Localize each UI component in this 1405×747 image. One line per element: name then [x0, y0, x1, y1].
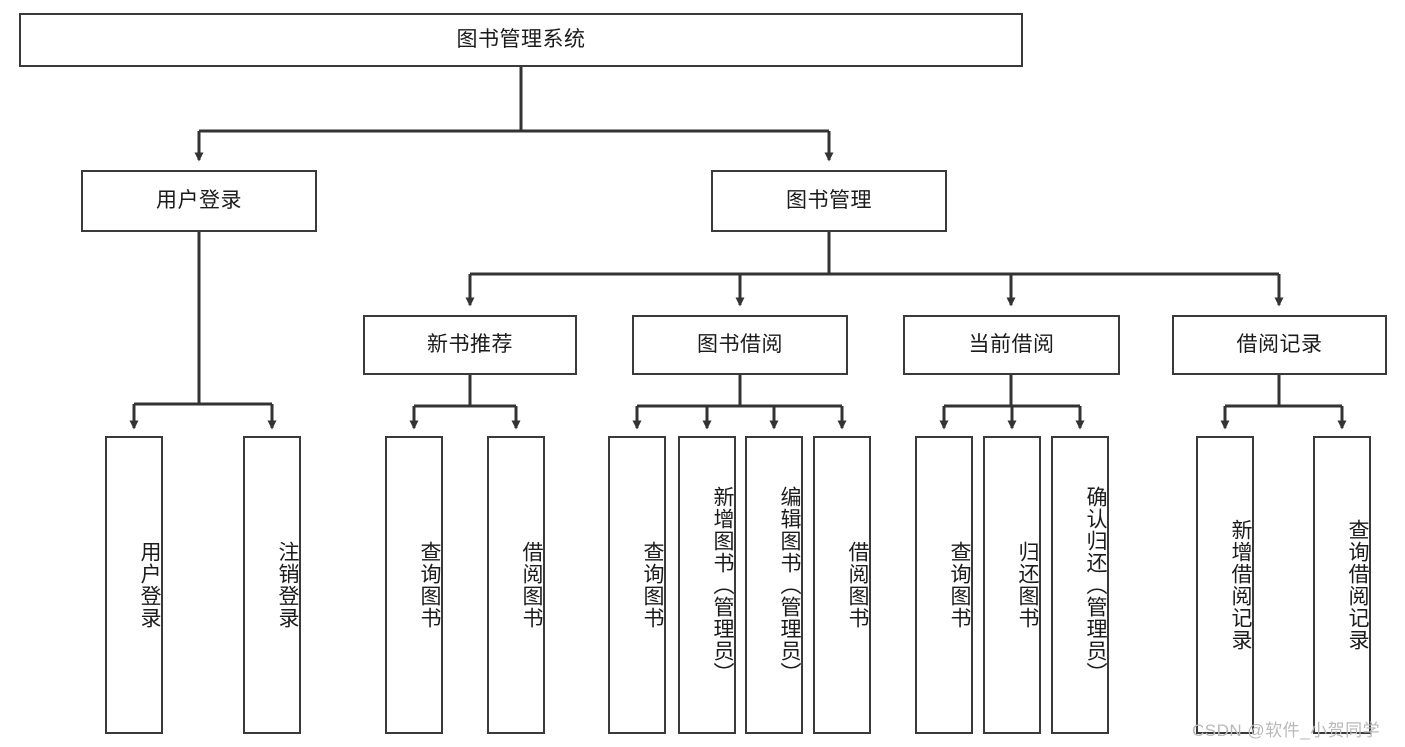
leaf-query-book-rec[interactable]: 查询图书 — [385, 436, 443, 734]
leaf-user-login[interactable]: 用户登录 — [105, 436, 163, 734]
leaf-add-record[interactable]: 新增借阅记录 — [1196, 436, 1254, 734]
node-borrow-record-label: 借阅记录 — [1236, 333, 1323, 357]
leaf-edit-book-label: 编辑图书（管理员） — [778, 486, 801, 684]
leaf-add-book-label: 新增图书（管理员） — [711, 486, 734, 684]
leaf-query-record-label: 查询借阅记录 — [1346, 519, 1369, 651]
node-root-label: 图书管理系统 — [456, 28, 586, 52]
csdn-watermark-text: CSDN @软件_小贺同学 — [1192, 721, 1381, 740]
leaf-confirm-return-label: 确认归还（管理员） — [1084, 486, 1107, 684]
leaf-query-book-borrow-label: 查询图书 — [641, 541, 664, 629]
node-user-login[interactable]: 用户登录 — [81, 170, 317, 232]
leaf-query-book-cur[interactable]: 查询图书 — [915, 436, 973, 734]
leaf-query-record[interactable]: 查询借阅记录 — [1313, 436, 1371, 734]
node-book-borrow[interactable]: 图书借阅 — [632, 315, 848, 375]
node-root[interactable]: 图书管理系统 — [19, 13, 1023, 67]
leaf-return-book[interactable]: 归还图书 — [983, 436, 1041, 734]
node-book-manage-label: 图书管理 — [786, 189, 872, 213]
node-book-borrow-label: 图书借阅 — [697, 333, 783, 357]
node-new-book-rec[interactable]: 新书推荐 — [363, 315, 577, 375]
leaf-user-logout-label: 注销登录 — [276, 541, 299, 629]
leaf-add-book[interactable]: 新增图书（管理员） — [678, 436, 736, 734]
leaf-user-logout[interactable]: 注销登录 — [243, 436, 301, 734]
node-current-borrow-label: 当前借阅 — [968, 333, 1055, 357]
leaf-borrow-book-rec[interactable]: 借阅图书 — [487, 436, 545, 734]
node-new-book-rec-label: 新书推荐 — [427, 333, 513, 357]
leaf-borrow-book[interactable]: 借阅图书 — [813, 436, 871, 734]
node-user-login-label: 用户登录 — [156, 189, 242, 213]
leaf-confirm-return[interactable]: 确认归还（管理员） — [1051, 436, 1109, 734]
leaf-return-book-label: 归还图书 — [1016, 541, 1039, 629]
leaf-add-record-label: 新增借阅记录 — [1229, 519, 1252, 651]
leaf-query-book-rec-label: 查询图书 — [418, 541, 441, 629]
node-borrow-record[interactable]: 借阅记录 — [1172, 315, 1387, 375]
node-current-borrow[interactable]: 当前借阅 — [903, 315, 1120, 375]
leaf-edit-book[interactable]: 编辑图书（管理员） — [745, 436, 803, 734]
leaf-query-book-borrow[interactable]: 查询图书 — [608, 436, 666, 734]
csdn-watermark: CSDN @软件_小贺同学 — [1192, 716, 1380, 741]
leaf-query-book-cur-label: 查询图书 — [948, 541, 971, 629]
leaf-user-login-label: 用户登录 — [138, 541, 161, 629]
leaf-borrow-book-label: 借阅图书 — [846, 541, 869, 629]
node-book-manage[interactable]: 图书管理 — [711, 170, 947, 232]
leaf-borrow-book-rec-label: 借阅图书 — [520, 541, 543, 629]
